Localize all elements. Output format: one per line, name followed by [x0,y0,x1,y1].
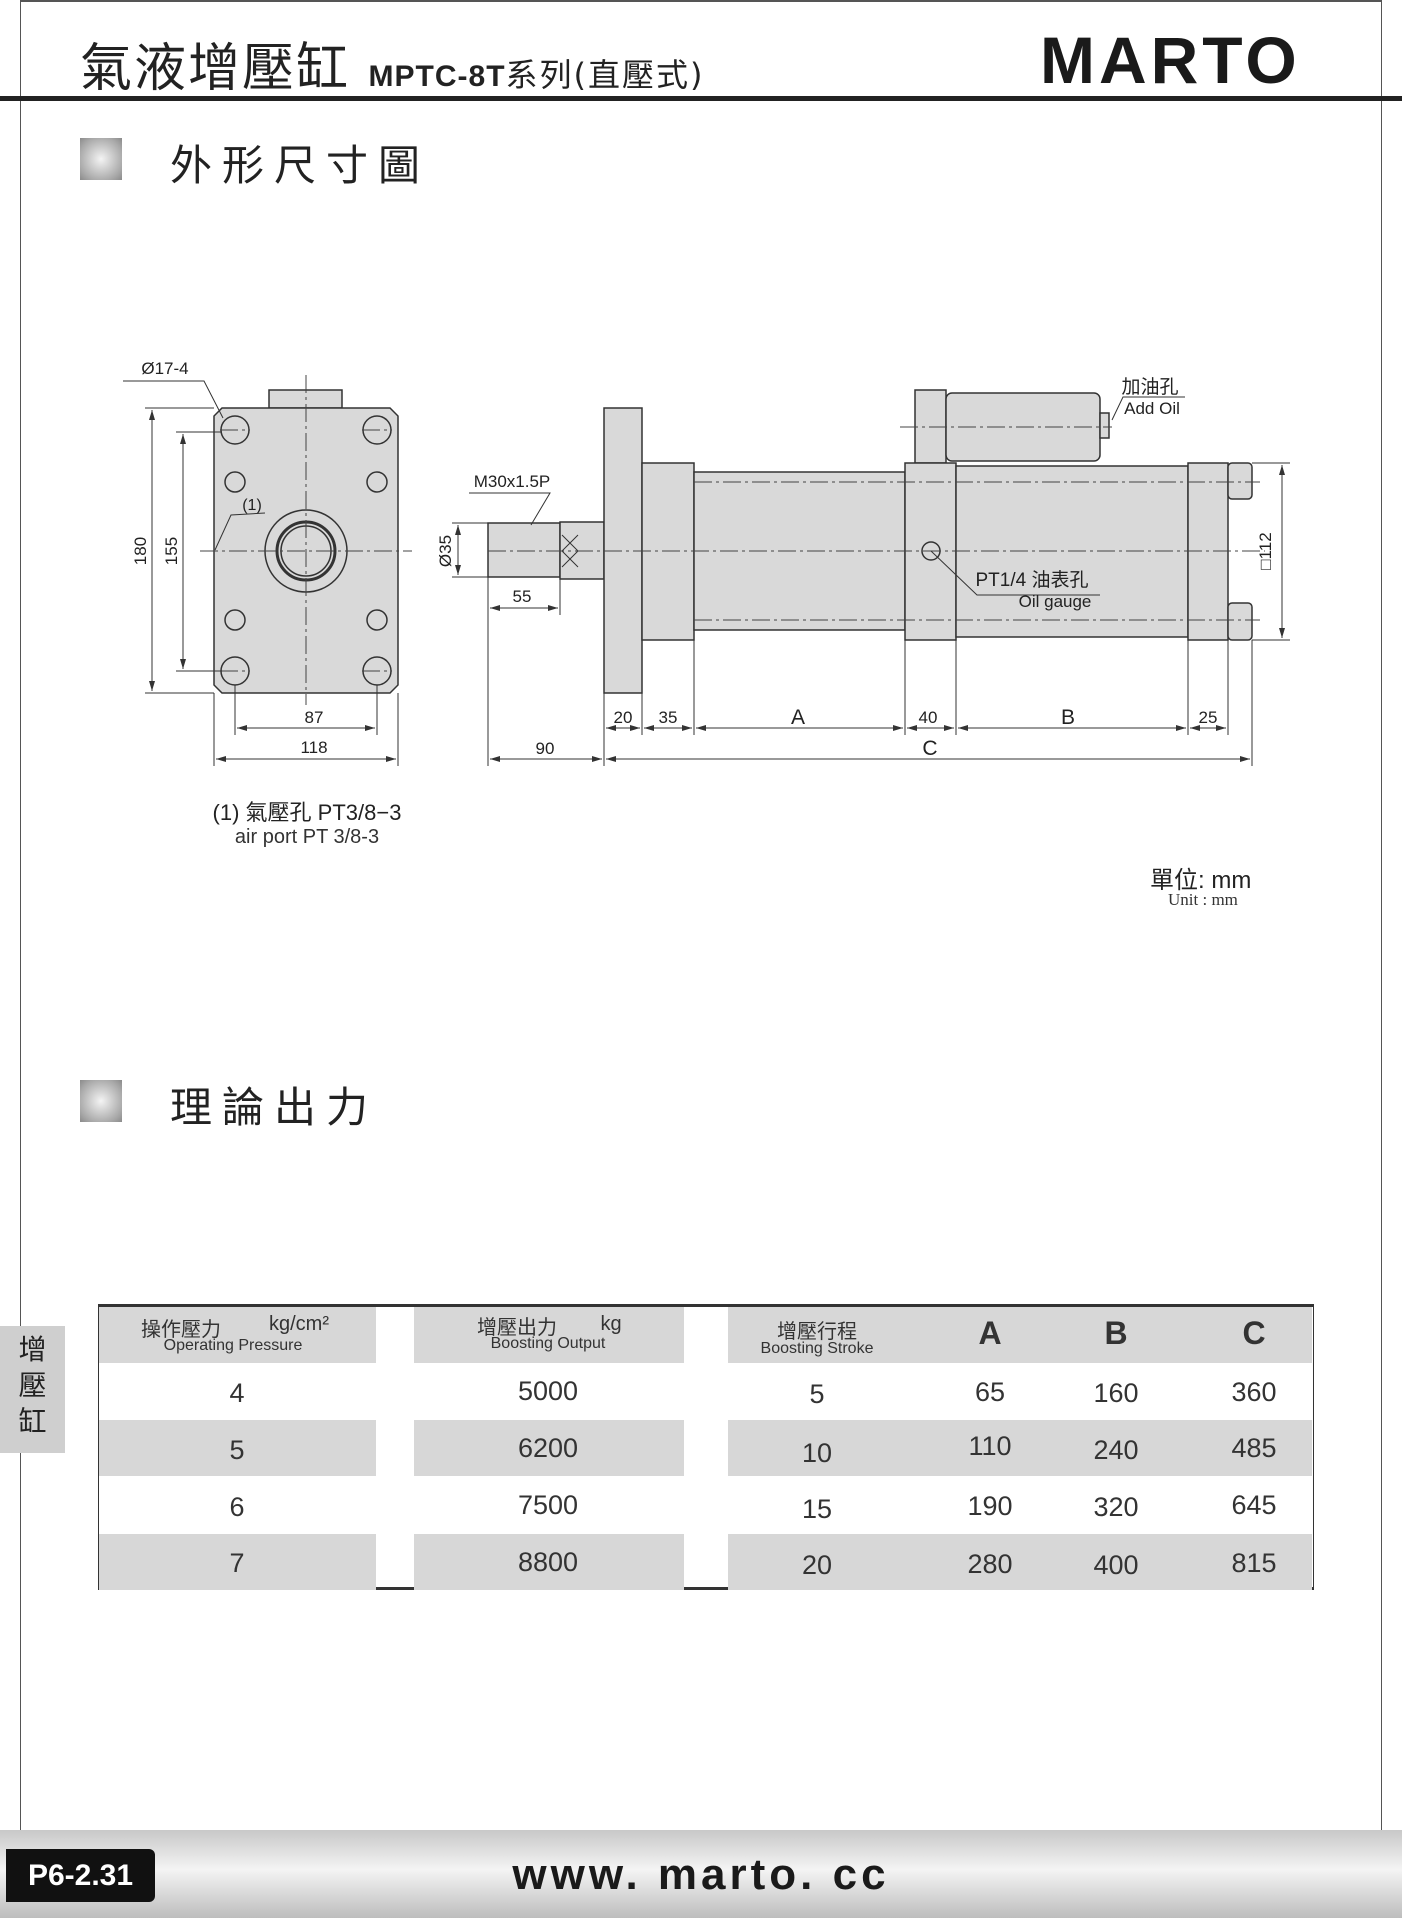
dim-35: 35 [659,708,678,727]
unit-label-cn: 單位: mm [1150,867,1252,894]
cell-pressure: 6 [229,1492,245,1522]
tie-rod-nut [1227,462,1253,500]
header-stroke-cn: 增壓行程 [777,1321,857,1343]
header-output-unit: kg [600,1313,622,1335]
category-side-tab: 增 壓 缸 [0,1326,65,1453]
header-a: A [978,1315,1002,1351]
series-label: 系列(直壓式) [505,56,705,94]
piston-rod-thread [487,522,561,578]
cell-a: 110 [968,1431,1012,1461]
square-112: □112 [1256,532,1275,569]
header-stroke-en: Boosting Stroke [760,1340,874,1357]
cell-pressure: 7 [229,1548,245,1578]
section-marker-icon [80,138,122,180]
cell-stroke: 10 [801,1438,833,1468]
oil-fill-plug [1099,412,1110,439]
header-pressure-en: Operating Pressure [163,1337,303,1354]
dim-c: C [922,737,937,760]
dim-20: 20 [614,708,633,727]
dim-87: 87 [305,708,324,727]
air-port-ref: (1) [242,497,262,514]
oil-gauge-cn: PT1/4 油表孔 [976,569,1089,591]
cell-c: 645 [1231,1490,1277,1520]
cell-a: 190 [967,1491,1013,1521]
header-output-cn: 增壓出力 [477,1317,557,1339]
dim-155: 155 [162,537,181,565]
add-oil-en: Add Oil [1124,399,1180,418]
dia-35: Ø35 [436,535,455,567]
dimension-drawing: Ø17-4 (1) 180 155 87 118 M30x1.5P Ø35 55… [123,359,1290,766]
section-title-output: 理論出力 [170,1083,379,1132]
header-divider [0,96,1402,101]
tie-rod-nut [1227,602,1253,641]
dim-90: 90 [536,739,555,758]
cell-pressure: 4 [229,1378,245,1408]
side-tab-char: 增 [18,1333,47,1366]
footer-bar [0,1830,1402,1918]
cell-output: 7500 [517,1490,579,1520]
unit-label-en: Unit : mm [1168,890,1238,909]
header-b: B [1104,1315,1128,1351]
bolt-hole [366,471,388,493]
cell-output: 6200 [517,1433,579,1463]
cell-b: 240 [1093,1435,1139,1465]
header-output-en: Boosting Output [490,1335,606,1352]
bolt-hole [224,609,246,631]
side-tab-char: 缸 [18,1405,47,1438]
cell-b: 160 [1093,1378,1139,1408]
header-c: C [1242,1315,1266,1351]
cell-stroke: 15 [801,1494,833,1524]
cell-stroke: 5 [809,1379,825,1409]
cell-c: 485 [1231,1433,1277,1463]
cell-b: 400 [1093,1550,1139,1580]
dim-40: 40 [919,708,938,727]
add-oil-cn: 加油孔 [1121,376,1178,398]
dim-180: 180 [131,537,150,565]
title-cn: 氣液增壓缸 [80,39,351,99]
side-tab-char: 壓 [18,1369,47,1402]
cell-a: 65 [974,1377,1006,1407]
model-name: MPTC-8T [368,60,506,93]
dim-118: 118 [300,738,327,757]
brand-logo: MARTO [1040,23,1301,97]
dim-55: 55 [513,587,532,606]
thread-label: M30x1.5P [474,472,551,491]
dim-25: 25 [1199,708,1218,727]
oil-gauge-en: Oil gauge [1019,592,1092,611]
cell-c: 360 [1231,1377,1277,1407]
output-table: 操作壓力 kg/cm² Operating Pressure 增壓出力 kg B… [98,1304,1314,1590]
section-marker-icon [80,1080,122,1122]
cell-pressure: 5 [229,1435,245,1465]
page-title: 氣液增壓缸 MPTC-8T系列(直壓式) [80,26,705,101]
cell-output: 5000 [517,1376,579,1406]
header-pressure-cn: 操作壓力 [141,1319,221,1341]
cell-output: 8800 [517,1547,579,1577]
page-frame [20,0,1382,1830]
cell-stroke: 20 [801,1550,833,1580]
cell-b: 320 [1093,1492,1139,1522]
bolt-hole [366,609,388,631]
cell-c: 815 [1231,1548,1277,1578]
page-number-badge: P6-2.31 [6,1849,155,1902]
dim-a: A [791,706,805,729]
air-port-note-en: air port PT 3/8-3 [234,826,380,848]
bolt-hole [224,471,246,493]
website-url: www. marto. cc [512,1850,890,1899]
dim-b: B [1061,706,1075,729]
header-pressure-unit: kg/cm² [269,1313,329,1335]
air-port-note-cn: (1) 氣壓孔 PT3/8−3 [212,800,402,825]
hole-spec-label: Ø17-4 [141,359,188,378]
cell-a: 280 [967,1549,1013,1579]
section-title-dimensions: 外形尺寸圖 [170,141,431,190]
